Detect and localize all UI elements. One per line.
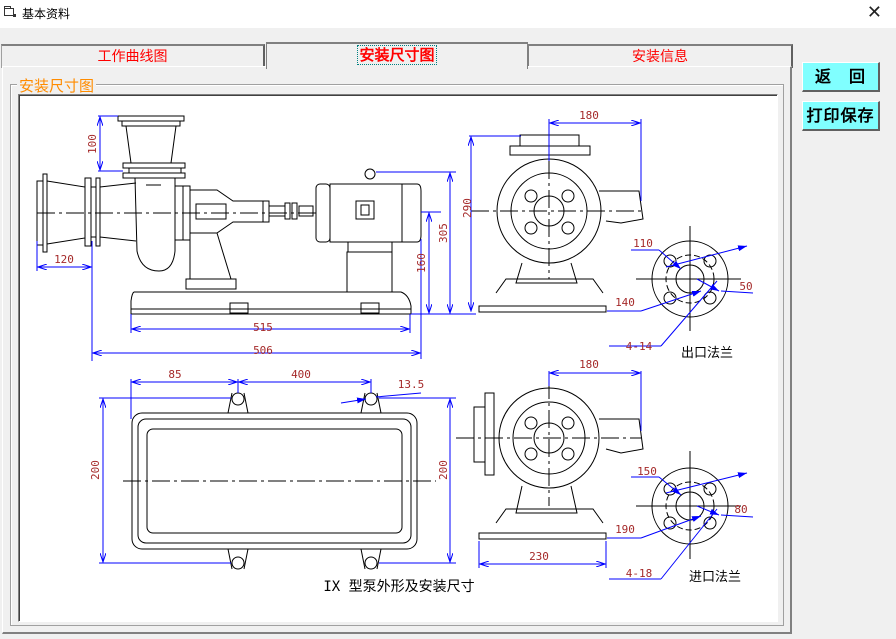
dim-85: 85 (168, 368, 181, 381)
drawing-titles: 出口法兰 进口法兰 IX 型泵外形及安装尺寸 (323, 346, 741, 595)
back-button[interactable]: 返 回 (802, 62, 880, 92)
window-icon (4, 6, 16, 17)
dim-290: 290 (461, 198, 474, 218)
title-bar: 基本资料 ✕ (0, 0, 896, 28)
dim-140: 140 (615, 296, 635, 309)
dim-110: 110 (633, 237, 653, 250)
dim-120: 120 (54, 253, 74, 266)
tab-install-dimensions[interactable]: 安装尺寸图 (266, 42, 528, 69)
drawing-caption: IX 型泵外形及安装尺寸 (323, 579, 474, 595)
tab-install-info[interactable]: 安装信息 (528, 44, 793, 68)
dim-4-14: 4-14 (626, 340, 653, 353)
inlet-end-view (473, 387, 644, 540)
window-title: 基本资料 (22, 7, 71, 21)
center-lines (37, 161, 641, 506)
dim-190: 190 (615, 523, 635, 536)
dim-515: 515 (253, 321, 273, 334)
dim-230: 230 (529, 550, 549, 563)
outlet-end-view (478, 134, 644, 313)
dim-100: 100 (86, 134, 99, 154)
dim-305: 305 (437, 223, 450, 243)
dim-180-outlet: 180 (579, 109, 599, 122)
dim-200-left: 200 (89, 460, 102, 480)
outlet-flange-view (636, 226, 741, 331)
dim-50: 50 (739, 280, 752, 293)
print-save-button[interactable]: 打印保存 (802, 101, 880, 131)
dim-180-inlet: 180 (579, 358, 599, 371)
dim-13-5: 13.5 (398, 378, 425, 391)
dimension-lines (36, 115, 754, 580)
drawing-canvas: 100 120 515 506 160 305 290 180 110 140 … (18, 94, 778, 622)
inlet-flange-title: 进口法兰 (689, 570, 741, 585)
dim-160: 160 (415, 253, 428, 273)
dim-80: 80 (734, 503, 747, 516)
dim-4-18: 4-18 (626, 567, 653, 580)
dim-150: 150 (637, 465, 657, 478)
base-plan-view (131, 392, 418, 570)
dim-200-right: 200 (437, 460, 450, 480)
dim-506: 506 (253, 344, 273, 357)
outlet-flange-title: 出口法兰 (681, 346, 733, 361)
tab-install-dimensions-label: 安装尺寸图 (357, 45, 437, 65)
tab-work-curve[interactable]: 工作曲线图 (1, 44, 265, 68)
group-label: 安装尺寸图 (17, 75, 97, 96)
dim-400: 400 (291, 368, 311, 381)
close-icon[interactable]: ✕ (866, 2, 882, 23)
installation-drawing: 100 120 515 506 160 305 290 180 110 140 … (36, 109, 754, 595)
dimension-labels: 100 120 515 506 160 305 290 180 110 140 … (54, 109, 753, 580)
dimension-group-box (10, 84, 784, 626)
